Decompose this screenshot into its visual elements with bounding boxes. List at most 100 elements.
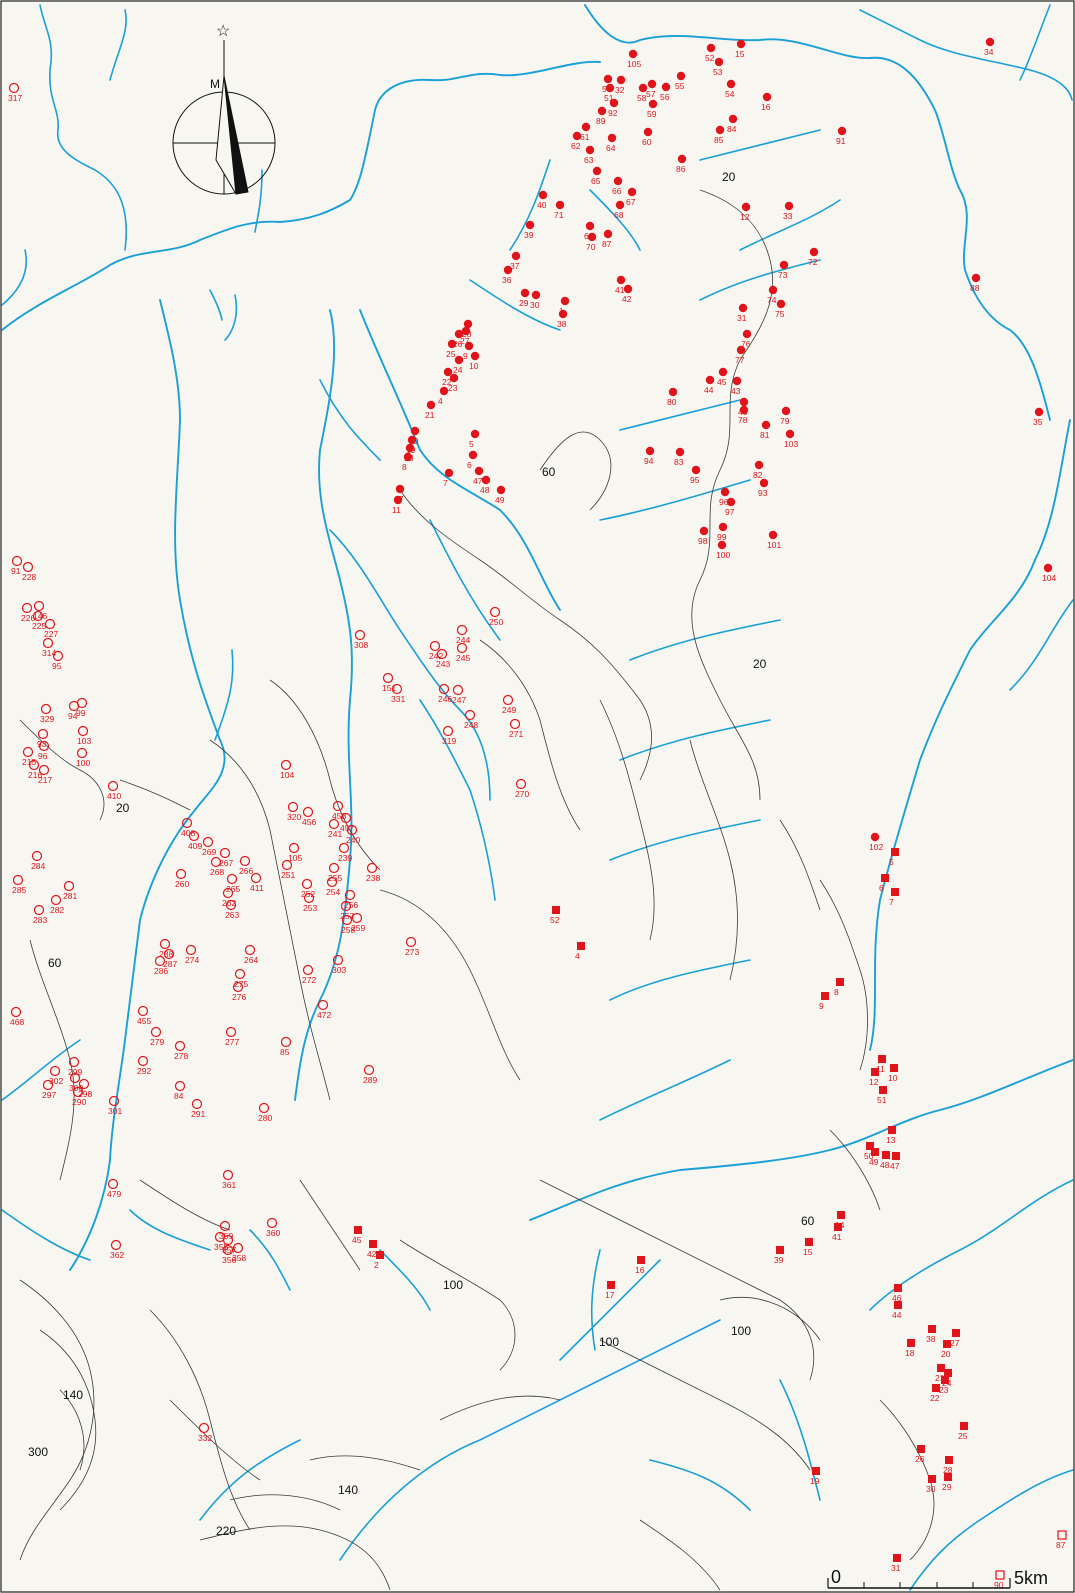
site-marker — [108, 1095, 120, 1107]
site-label: 46 — [892, 1293, 902, 1303]
site-marker — [456, 624, 468, 636]
site-label: 288 — [159, 949, 173, 959]
site-label: 19 — [810, 1476, 820, 1486]
site-marker — [928, 1475, 936, 1483]
site-label: 74 — [767, 295, 777, 305]
site-marker — [605, 83, 615, 93]
site-label: 26 — [453, 339, 463, 349]
site-marker — [328, 818, 340, 830]
site-label: 300 — [69, 1083, 83, 1093]
site-label: 260 — [175, 879, 189, 889]
site-label: 93 — [758, 488, 768, 498]
site-marker — [382, 672, 394, 684]
site-marker — [890, 1064, 898, 1072]
site-marker — [107, 1178, 119, 1190]
site-label: 87 — [1056, 1540, 1066, 1550]
site-marker — [627, 187, 637, 197]
site-label: 27 — [950, 1338, 960, 1348]
site-label: 40 — [537, 200, 547, 210]
site-marker — [198, 1422, 210, 1434]
site-label: 286 — [154, 966, 168, 976]
site-label: 302 — [49, 1076, 63, 1086]
site-label: 85 — [280, 1047, 290, 1057]
site-marker — [762, 92, 772, 102]
site-marker — [907, 1339, 915, 1347]
site-marker — [879, 1086, 887, 1094]
site-marker — [474, 466, 484, 476]
site-label: 60 — [642, 137, 652, 147]
site-marker — [191, 1098, 203, 1110]
site-label: 94 — [644, 456, 654, 466]
site-marker — [891, 848, 899, 856]
site-marker — [281, 859, 293, 871]
site-marker — [302, 806, 314, 818]
site-marker — [454, 355, 464, 365]
site-marker — [643, 127, 653, 137]
site-marker — [110, 1239, 122, 1251]
site-marker — [971, 273, 981, 283]
site-label: 61 — [580, 132, 590, 142]
site-label: 96 — [38, 751, 48, 761]
site-marker — [603, 74, 613, 84]
site-marker — [369, 1240, 377, 1248]
scale-end-label: 5km — [1014, 1568, 1048, 1588]
site-label: 16 — [635, 1265, 645, 1275]
contour-label: 220 — [216, 1524, 236, 1538]
contour-lines — [19, 189, 935, 1591]
site-marker — [481, 475, 491, 485]
site-label: 30 — [926, 1484, 936, 1494]
site-label: 42 — [367, 1249, 377, 1259]
site-marker — [894, 1284, 902, 1292]
site-marker — [891, 888, 899, 896]
site-marker — [68, 1056, 80, 1068]
site-label: 63 — [584, 155, 594, 165]
site-label: 297 — [42, 1090, 56, 1100]
site-marker — [280, 759, 292, 771]
site-label: 83 — [674, 457, 684, 467]
site-label: 78 — [738, 415, 748, 425]
site-marker — [31, 850, 43, 862]
site-marker — [210, 856, 222, 868]
site-label: 357 — [222, 1245, 236, 1255]
site-marker — [366, 862, 378, 874]
site-label: 10 — [888, 1073, 898, 1083]
site-label: 244 — [456, 635, 470, 645]
site-marker — [28, 759, 40, 771]
site-label: 217 — [38, 775, 52, 785]
site-label: 52 — [550, 915, 560, 925]
site-marker — [785, 429, 795, 439]
site-label: 73 — [778, 270, 788, 280]
site-label: 94 — [68, 711, 78, 721]
site-label: 255 — [328, 873, 342, 883]
site-label: 262 — [222, 898, 236, 908]
contour-label: 140 — [63, 1388, 83, 1402]
site-marker — [332, 954, 344, 966]
site-marker — [8, 82, 20, 94]
site-marker — [363, 1064, 375, 1076]
site-label: 43 — [731, 386, 741, 396]
site-marker — [736, 39, 746, 49]
site-marker — [552, 906, 560, 914]
site-label: 48 — [480, 485, 490, 495]
site-marker — [150, 1026, 162, 1038]
site-label: 88 — [970, 283, 980, 293]
river-northeast — [584, 4, 1051, 421]
site-label: 7 — [889, 897, 894, 907]
site-label: 456 — [302, 817, 316, 827]
site-label: 65 — [591, 176, 601, 186]
site-marker — [866, 1142, 874, 1150]
site-label: 72 — [808, 257, 818, 267]
site-label: 355 — [214, 1242, 228, 1252]
site-label: 246 — [438, 694, 452, 704]
site-label: 99 — [717, 532, 727, 542]
site-label: 308 — [354, 640, 368, 650]
site-marker — [821, 992, 829, 1000]
site-marker — [585, 221, 595, 231]
site-label: 10 — [469, 361, 479, 371]
site-label: 85 — [714, 135, 724, 145]
site-marker — [714, 57, 724, 67]
site-label: 66 — [612, 186, 622, 196]
site-label: 12 — [869, 1077, 879, 1087]
site-label: 267 — [219, 858, 233, 868]
